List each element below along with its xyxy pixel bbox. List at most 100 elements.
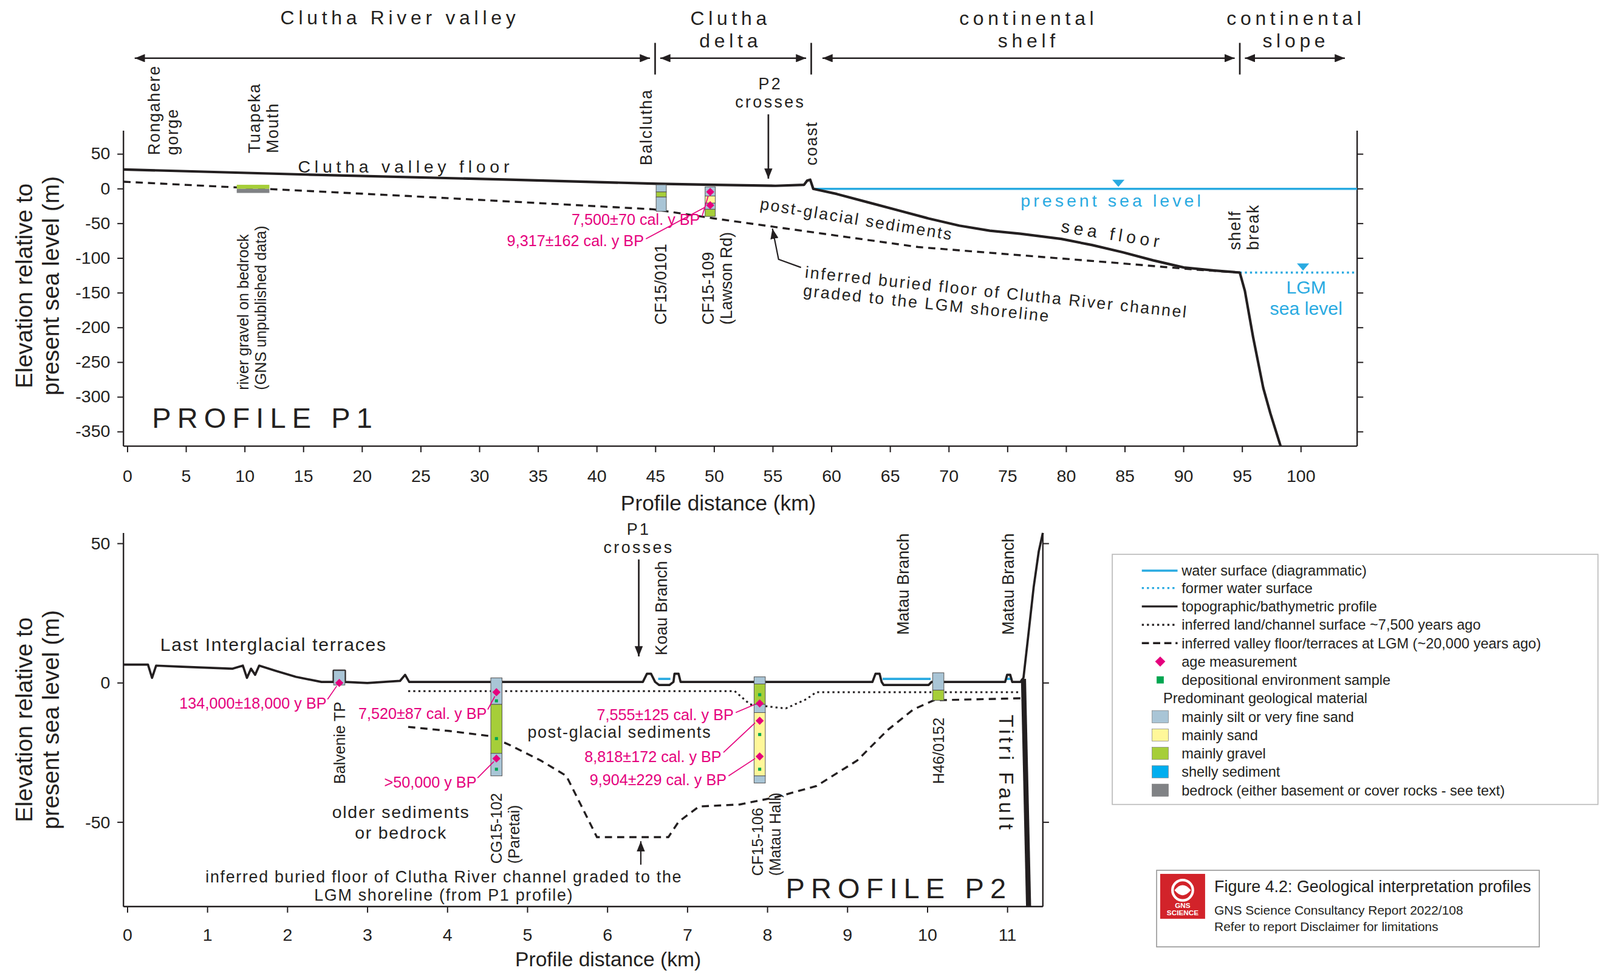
tick-mark xyxy=(1357,257,1364,259)
fault-label: Titri Fault xyxy=(994,714,1019,833)
tick-label: 60 xyxy=(821,466,842,487)
legend-frame xyxy=(1112,553,1599,805)
tick-label: 4 xyxy=(442,924,453,945)
sample-marker xyxy=(495,736,499,740)
tick-label: 5 xyxy=(523,924,533,945)
tick-label: 65 xyxy=(880,466,901,487)
tick-mark xyxy=(1042,543,1050,545)
tick-mark xyxy=(117,257,124,259)
tick-label: 0 xyxy=(122,924,133,945)
tick-label: 55 xyxy=(763,466,783,487)
tick-mark xyxy=(117,682,124,684)
logo-text: GNS SCIENCE xyxy=(1166,901,1199,917)
gravel-layer xyxy=(656,191,667,197)
borehole-label: CF15-106 (Matau Hall) xyxy=(748,763,785,876)
age-diamond xyxy=(755,752,764,760)
tick-label: 100 xyxy=(1286,466,1316,487)
region-divider xyxy=(1239,43,1242,75)
tick-label: 20 xyxy=(352,466,372,487)
leader-arrow xyxy=(772,228,802,268)
tick-label: -50 xyxy=(85,213,110,234)
tick-label: 85 xyxy=(1115,466,1135,487)
legend-sample xyxy=(1152,728,1169,741)
legend-sample xyxy=(1141,642,1178,644)
age-label: 9,904±229 cal. y BP xyxy=(589,770,727,789)
age-label: >50,000 y BP xyxy=(383,772,477,791)
borehole-column xyxy=(656,184,667,212)
tick-mark xyxy=(286,906,288,913)
tick-mark xyxy=(526,906,528,913)
region-arrow xyxy=(134,57,650,59)
gravel-layer xyxy=(705,208,716,217)
legend-line-sample xyxy=(1141,586,1178,589)
age-diamond xyxy=(705,187,714,196)
axis-title: Elevation relative to present sea level … xyxy=(10,163,65,409)
place-label: Matau Branch xyxy=(999,533,1019,635)
surface-label: sea floor xyxy=(1059,216,1165,253)
tick-mark xyxy=(948,445,950,452)
tick-label: 5 xyxy=(181,466,192,487)
region-divider xyxy=(654,43,657,75)
legend-swatch xyxy=(1156,676,1164,684)
tick-mark xyxy=(117,396,124,398)
age-leader xyxy=(728,758,756,776)
sand-layer xyxy=(753,712,765,776)
logo-mark xyxy=(1172,879,1194,901)
tick-label: 7 xyxy=(682,924,693,945)
legend-text: age measurement xyxy=(1181,652,1297,670)
unit-label: post-glacial sediments xyxy=(527,723,712,743)
tick-mark xyxy=(537,445,539,452)
region-arrow xyxy=(1244,57,1345,59)
region-divider xyxy=(810,43,813,75)
legend-diamond-sample xyxy=(1155,656,1166,667)
caption-note: GNS Science Consultancy Report 2022/108 xyxy=(1214,903,1531,920)
tick-label: 25 xyxy=(411,466,431,487)
tick-mark xyxy=(126,445,129,452)
age-label: 7,520±87 cal. y BP xyxy=(358,704,487,723)
region-label: Clutha delta xyxy=(690,7,771,52)
silt-layer xyxy=(753,676,765,684)
tick-mark xyxy=(185,445,188,452)
age-leader xyxy=(702,196,709,217)
tick-mark xyxy=(420,445,422,452)
tick-mark xyxy=(1065,445,1067,452)
legend-text: depositional environment sample xyxy=(1181,671,1391,688)
age-label: 8,818±172 cal. y BP xyxy=(584,747,722,765)
tick-label: 0 xyxy=(100,672,111,693)
tick-label: 50 xyxy=(704,466,725,487)
tick-mark xyxy=(303,445,305,452)
tick-mark xyxy=(117,222,124,225)
axis-line xyxy=(123,445,1358,447)
legend-sample xyxy=(1141,605,1178,607)
legend-swatch xyxy=(1152,728,1169,741)
tick-mark xyxy=(126,906,129,913)
tick-mark xyxy=(447,906,449,913)
tick-label: 70 xyxy=(939,466,959,487)
tick-label: 35 xyxy=(528,466,548,487)
tick-mark xyxy=(117,292,124,294)
crossing-label: P1 crosses xyxy=(603,519,675,558)
tick-label: 9 xyxy=(842,924,853,945)
axis-title: Profile distance (km) xyxy=(515,947,701,972)
lgm-valley-floor xyxy=(123,181,1240,273)
silt-layer xyxy=(656,196,667,212)
crossing-arrow xyxy=(637,559,640,657)
tick-label: 75 xyxy=(998,466,1018,487)
age-diamond xyxy=(492,687,501,696)
sample-marker xyxy=(758,732,762,736)
logo-mark xyxy=(1174,884,1192,895)
gravel-layer xyxy=(932,690,944,701)
borehole-column xyxy=(490,677,502,776)
borehole-label: H46/0152 xyxy=(929,717,948,784)
age-label: 7,500±70 cal. y BP xyxy=(571,210,700,229)
legend-sample xyxy=(1141,569,1178,571)
axis-line xyxy=(1356,130,1358,446)
tick-label: -100 xyxy=(75,248,110,269)
place-label: Rongahere gorge xyxy=(145,64,184,155)
tick-label: 15 xyxy=(294,466,314,487)
legend-line-sample xyxy=(1141,605,1178,607)
tick-label: 40 xyxy=(587,466,607,487)
legend-swatch xyxy=(1152,747,1169,760)
legend-text: former water surface xyxy=(1181,579,1313,596)
